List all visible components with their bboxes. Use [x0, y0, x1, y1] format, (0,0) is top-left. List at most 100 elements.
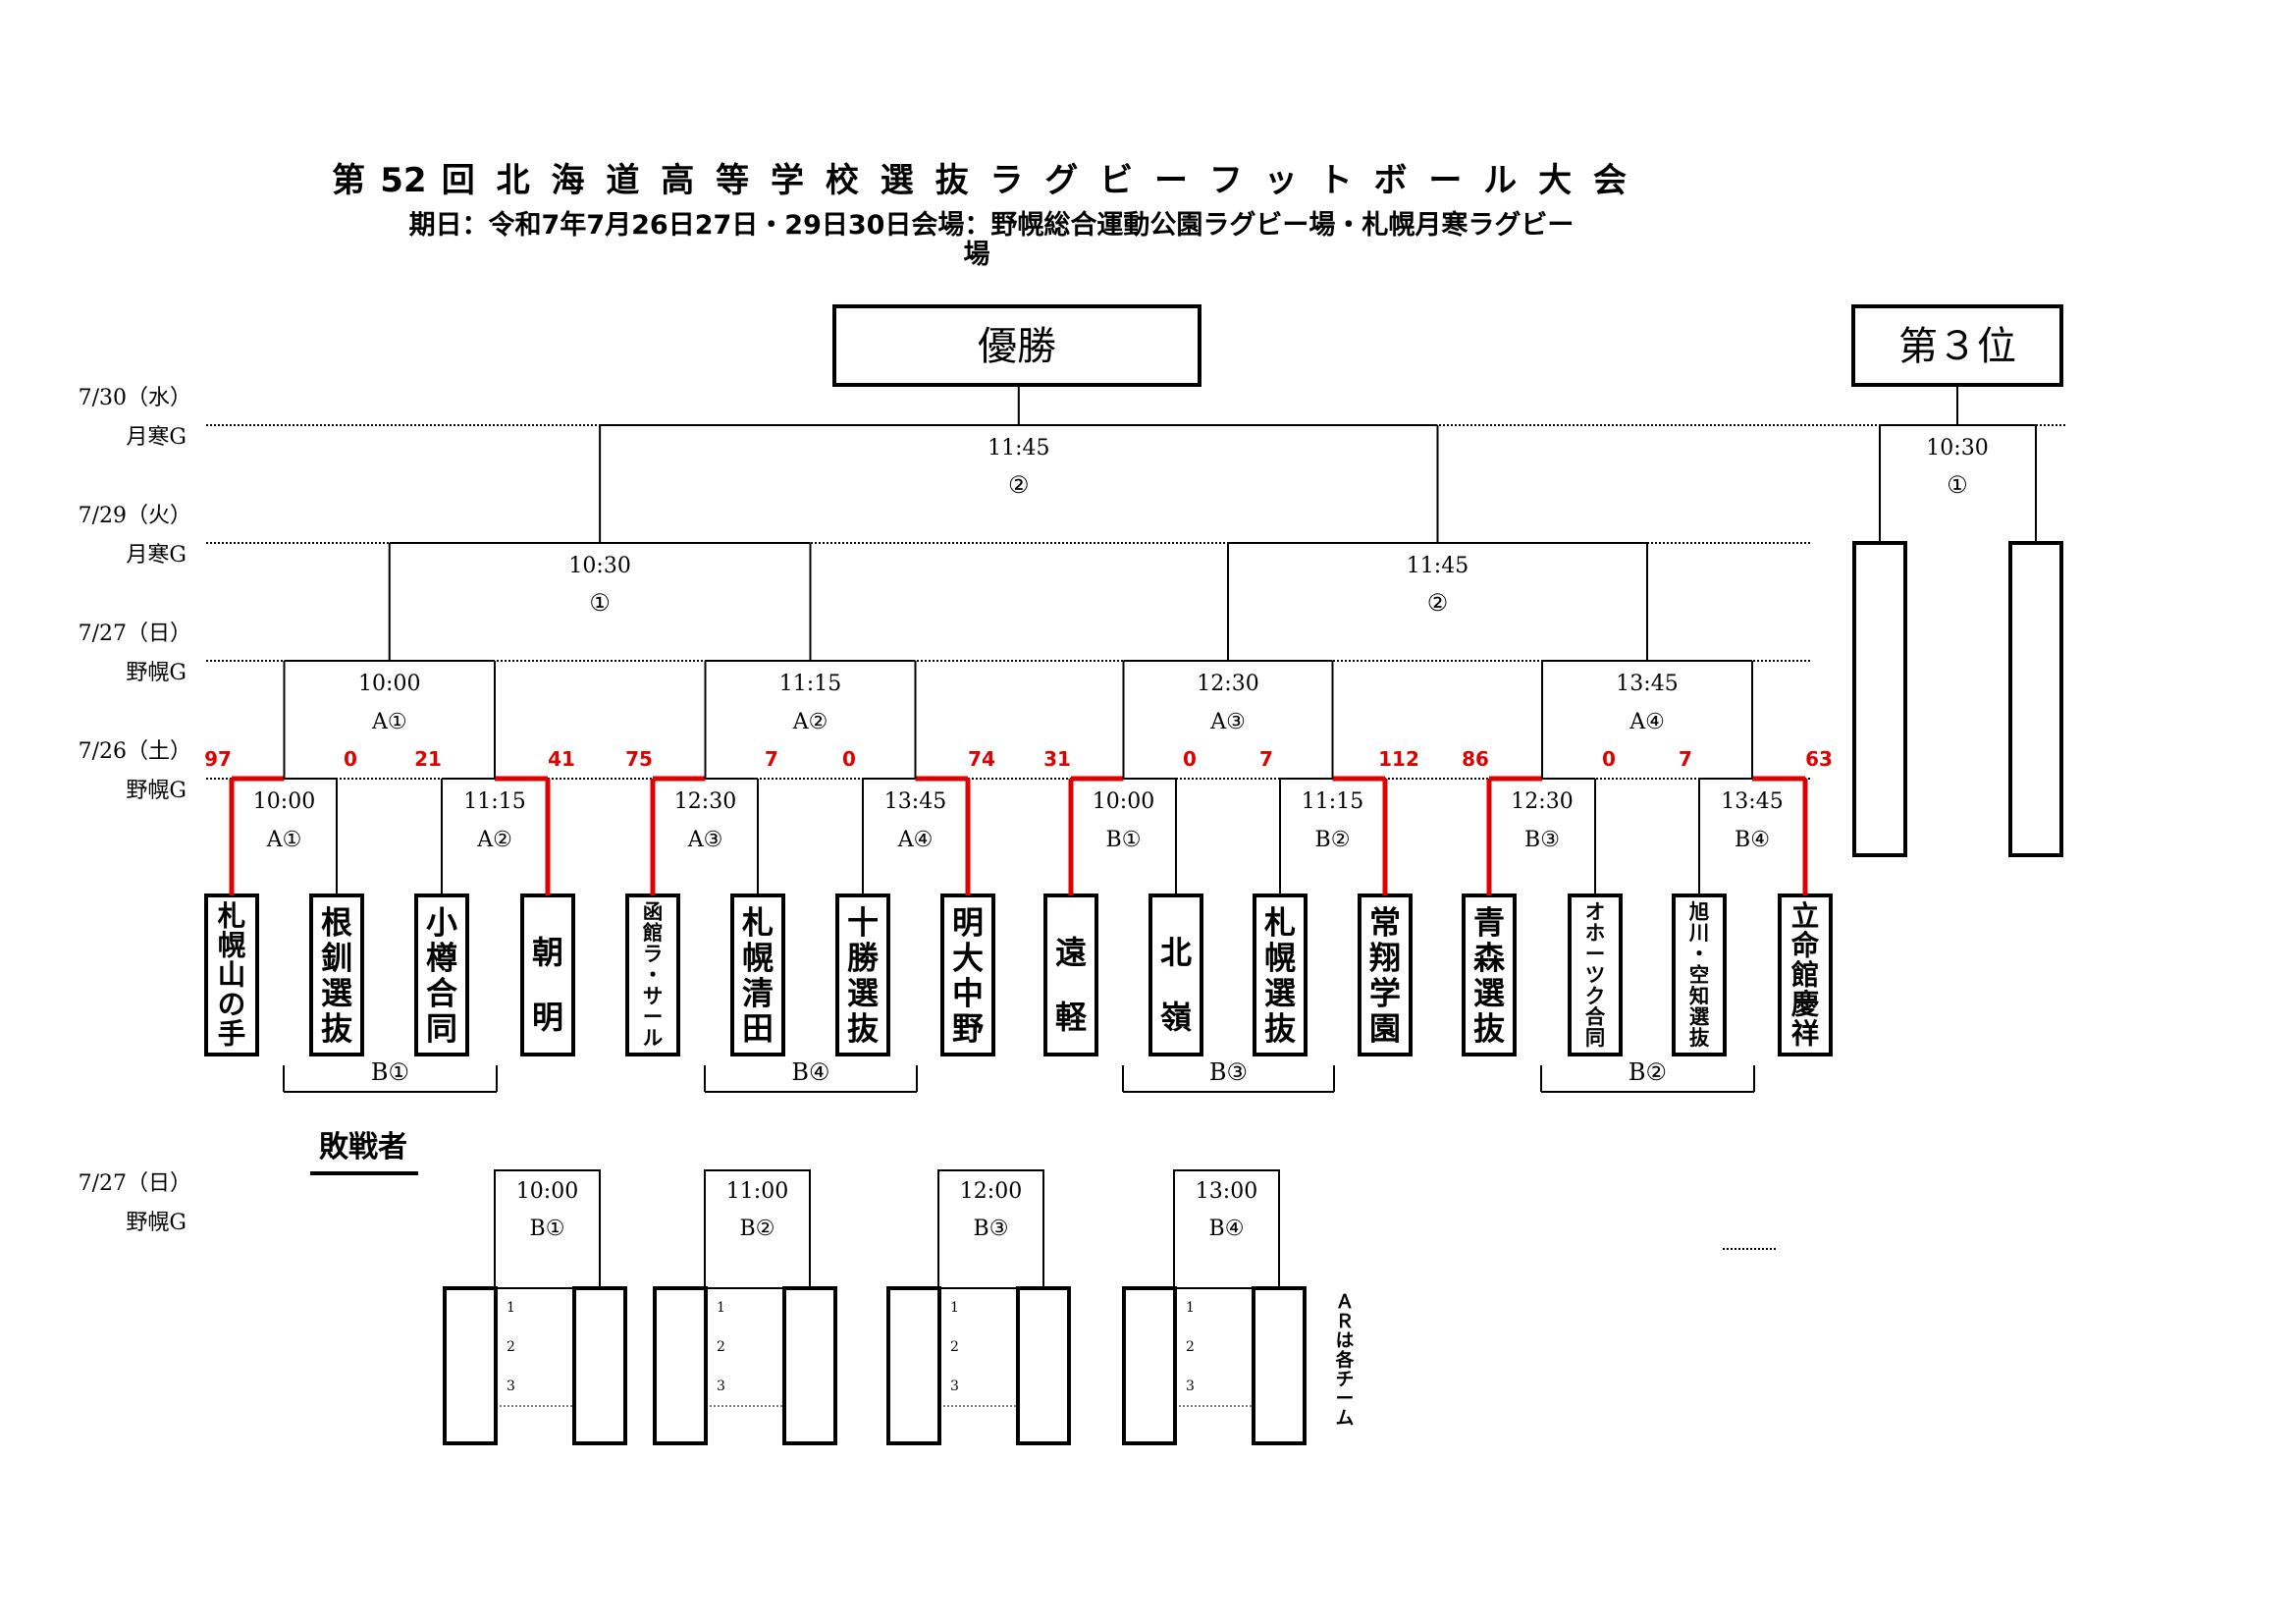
r1-score: 0	[1183, 747, 1197, 771]
side-note: ＡＲは各チーム	[1335, 1292, 1355, 1429]
loser-group-code: B③	[1209, 1058, 1248, 1086]
title-char: 校	[826, 161, 859, 200]
title-char: 会	[1593, 161, 1627, 200]
losers-match-frame	[494, 1169, 601, 1289]
champion-box	[832, 304, 1201, 387]
losers-time: 13:00	[1196, 1179, 1257, 1204]
r1-time: 10:00	[253, 789, 315, 814]
team-name: 函館ラ・サール	[643, 900, 663, 1051]
title-char: 回	[442, 161, 475, 200]
r1-score: 97	[204, 747, 232, 771]
title-char: 等	[716, 161, 749, 200]
team-name: 朝明	[532, 934, 563, 1036]
r1-score: 112	[1378, 747, 1419, 771]
r1-score: 74	[968, 747, 995, 771]
title-char: 道	[606, 161, 639, 200]
team-name: オホーツク合同	[1585, 900, 1606, 1051]
title-char: ボ	[1374, 161, 1408, 200]
title-char: 大	[1538, 161, 1572, 200]
qf-time: 12:30	[1197, 672, 1258, 696]
title-char: ラ	[989, 161, 1023, 200]
losers-round-number: 3	[1186, 1379, 1195, 1394]
title-char: 海	[551, 161, 584, 200]
r1-score: 21	[414, 747, 442, 771]
losers-time: 10:00	[516, 1179, 578, 1204]
qf-code: A②	[792, 710, 828, 734]
losers-round-number: 3	[717, 1379, 725, 1394]
team-name: 札幌清田	[742, 904, 774, 1048]
losers-slot-box	[782, 1286, 837, 1445]
r1-score: 0	[842, 747, 856, 771]
r1-score: 86	[1462, 747, 1489, 771]
r1-score: 0	[1602, 747, 1616, 771]
r1-time: 11:15	[463, 789, 525, 814]
r1-time: 13:45	[884, 789, 946, 814]
losers-slot-box	[653, 1286, 708, 1445]
third-slot-box	[2008, 541, 2063, 857]
title-char: ル	[1483, 161, 1517, 200]
loser-group-code: B①	[371, 1058, 409, 1086]
sf-time: 10:30	[568, 554, 630, 578]
sf-number: ①	[589, 589, 611, 617]
losers-slot-box	[1122, 1286, 1177, 1445]
date-label: 7/26（土）	[79, 739, 191, 764]
date-label: 7/27（日）	[79, 1171, 191, 1196]
losers-round-number: 2	[950, 1339, 959, 1355]
r1-code: B①	[1106, 828, 1142, 852]
losers-code: B①	[530, 1217, 565, 1241]
venue-label: 野幌G	[126, 661, 187, 685]
loser-group-code: B④	[791, 1058, 829, 1086]
r1-time: 12:30	[674, 789, 736, 814]
qf-time: 13:45	[1616, 672, 1678, 696]
title-char: 抜	[935, 161, 969, 200]
sf-number: ②	[1427, 589, 1449, 617]
venue-label: 月寒G	[126, 425, 187, 450]
title-char: 北	[497, 161, 530, 200]
r1-code: A③	[687, 828, 723, 852]
qf-time: 11:15	[779, 672, 841, 696]
r1-time: 11:15	[1302, 789, 1363, 814]
r1-time: 10:00	[1093, 789, 1154, 814]
losers-round-number: 2	[717, 1339, 725, 1355]
venue-label: 野幌G	[126, 1211, 187, 1235]
team-name: 明大中野	[952, 904, 984, 1048]
losers-code: B④	[1209, 1217, 1245, 1241]
champion-label: 優勝	[978, 324, 1056, 369]
losers-round-number: 1	[950, 1300, 959, 1316]
losers-slot-box	[1252, 1286, 1307, 1445]
losers-code: B③	[974, 1217, 1009, 1241]
r1-score: 75	[625, 747, 653, 771]
date-label: 7/29（火）	[79, 504, 191, 528]
r1-code: A①	[266, 828, 302, 852]
r1-time: 12:30	[1511, 789, 1573, 814]
losers-slot-box	[443, 1286, 498, 1445]
losers-code: B②	[740, 1217, 775, 1241]
subtitle-line2: 場	[964, 240, 990, 270]
title-char: ー	[1154, 161, 1188, 200]
team-name: 北嶺	[1160, 934, 1192, 1036]
losers-match-frame	[937, 1169, 1044, 1289]
team-name: 十勝選抜	[847, 904, 880, 1048]
r1-score: 7	[765, 747, 778, 771]
qf-code: A③	[1209, 710, 1246, 734]
losers-round-number: 1	[507, 1300, 515, 1316]
team-name: 立命館慶祥	[1791, 900, 1820, 1051]
third-slot-box	[1852, 541, 1907, 857]
third-time: 10:30	[1926, 436, 1988, 460]
losers-time: 11:00	[726, 1179, 788, 1204]
title-char: 52	[380, 161, 426, 200]
r1-code: B②	[1315, 828, 1351, 852]
r1-code: A④	[897, 828, 934, 852]
title-char: ー	[1428, 161, 1462, 200]
team-name: 旭川・空知選抜	[1688, 900, 1710, 1051]
team-name: 根釧選抜	[321, 904, 352, 1048]
title-char: 高	[661, 161, 694, 200]
team-name: 青森選抜	[1473, 904, 1506, 1048]
loser-group-code: B②	[1629, 1058, 1667, 1086]
losers-round-number: 3	[950, 1379, 959, 1394]
title-char: ッ	[1264, 161, 1298, 200]
sf-time: 11:45	[1407, 554, 1468, 578]
losers-slot-box	[1016, 1286, 1071, 1445]
title-char: フ	[1209, 161, 1243, 200]
